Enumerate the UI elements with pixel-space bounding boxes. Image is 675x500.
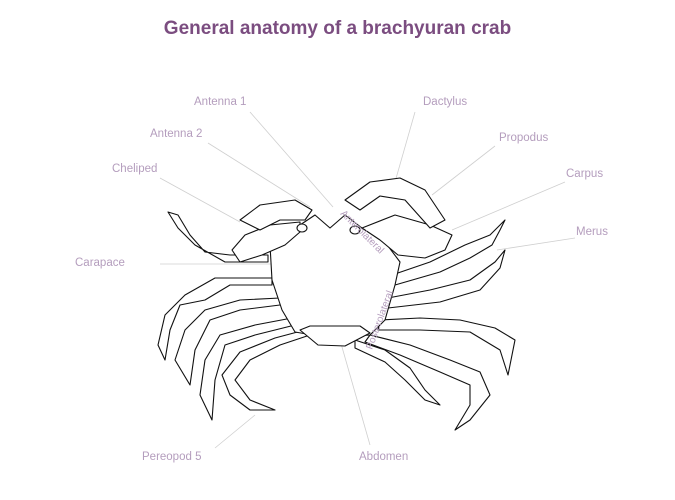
label-merus: Merus bbox=[576, 226, 608, 238]
leader-cheliped bbox=[159, 177, 241, 223]
right-claw bbox=[344, 177, 446, 229]
right-leg-4 bbox=[364, 334, 491, 431]
leader-carpus bbox=[451, 181, 566, 231]
carapace bbox=[269, 214, 401, 339]
abdomen bbox=[299, 325, 371, 347]
label-carapace: Carapace bbox=[75, 257, 125, 269]
right-eye bbox=[349, 225, 361, 235]
right-leg-3 bbox=[377, 317, 516, 376]
label-cheliped: Cheliped bbox=[112, 163, 158, 175]
left-leg-3 bbox=[174, 297, 281, 386]
right-leg-1 bbox=[391, 219, 506, 286]
diagram-title: General anatomy of a brachyuran crab bbox=[163, 18, 512, 39]
leader-pereopod-5 bbox=[214, 414, 256, 449]
leader-propodus bbox=[431, 145, 496, 196]
label-carpus: Carpus bbox=[566, 168, 604, 180]
label-propodus: Propodus bbox=[499, 132, 549, 144]
right-leg-5 bbox=[354, 339, 441, 406]
left-eye bbox=[296, 223, 308, 233]
label-antenna-2: Antenna 2 bbox=[150, 128, 203, 140]
label-antenna-1: Antenna 1 bbox=[194, 96, 247, 108]
leader-merus bbox=[496, 237, 576, 251]
crab-outline bbox=[157, 177, 516, 431]
label-pereopod-5: Pereopod 5 bbox=[142, 451, 202, 463]
leader-abdomen bbox=[339, 339, 371, 446]
label-dactylus: Dactylus bbox=[423, 96, 468, 108]
left-leg-2 bbox=[157, 277, 273, 361]
left-leg-5 bbox=[221, 329, 311, 411]
right-leg-2 bbox=[387, 249, 506, 309]
leader-dactylus bbox=[394, 111, 416, 183]
left-claw bbox=[239, 199, 313, 231]
left-leg-4 bbox=[199, 317, 296, 421]
leader-antenna-1 bbox=[249, 111, 334, 208]
label-abdomen: Abdomen bbox=[359, 451, 409, 463]
leader-antenna-2 bbox=[207, 142, 311, 208]
